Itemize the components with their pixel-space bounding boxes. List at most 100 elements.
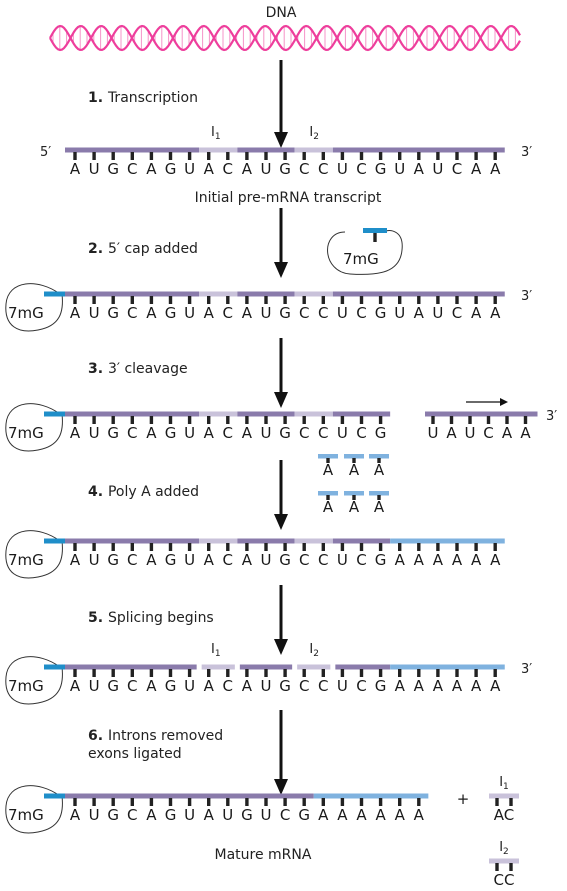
base-letter: A (70, 304, 81, 322)
row4-cap-bar (44, 538, 65, 544)
intron-1 (199, 538, 238, 544)
base-letter: A (146, 677, 157, 695)
free-adenine-tick (377, 458, 381, 463)
base-tick (111, 296, 115, 304)
base-letter: C (280, 806, 290, 824)
free-adenine-tick (352, 458, 356, 463)
step-label-5: 5. Splicing begins (88, 610, 214, 626)
exon-3 (332, 411, 391, 417)
base-tick (168, 669, 173, 677)
base-tick (73, 798, 77, 806)
base-tick (73, 152, 77, 160)
poly-a-tail (390, 664, 505, 670)
base-tick (283, 798, 287, 806)
free-cap-bar (363, 228, 387, 233)
base-letter: G (298, 806, 310, 824)
base-letter: C (127, 160, 137, 178)
release-arrow-head (500, 398, 508, 406)
base-letter: A (70, 160, 81, 178)
three-prime-label: 3′ (521, 145, 532, 160)
base-letter: U (432, 304, 443, 322)
arrow-head-4 (274, 514, 288, 530)
base-tick (226, 152, 230, 160)
base-letter: A (242, 424, 253, 442)
base-letter: U (394, 160, 405, 178)
base-tick (73, 669, 77, 677)
base-letter: U (184, 160, 195, 178)
base-tick (168, 543, 173, 551)
base-letter: C (452, 304, 462, 322)
intron-1-label: I1 (211, 642, 221, 659)
base-tick (321, 669, 325, 677)
base-letter: A (414, 677, 425, 695)
base-tick (226, 669, 230, 677)
base-letter: A (146, 304, 157, 322)
removed-intron-1-seq: AC (494, 806, 514, 824)
row5-loop (5, 656, 63, 705)
base-tick (168, 296, 173, 304)
base-tick (359, 543, 364, 551)
free-adenine-bar (318, 491, 338, 496)
base-tick (92, 543, 96, 551)
free-adenine-bar (369, 454, 389, 459)
base-tick (226, 798, 230, 806)
five-prime-label: 5′ (40, 145, 51, 160)
base-letter: A (242, 551, 253, 569)
base-tick (92, 296, 96, 304)
base-tick (187, 296, 192, 304)
arrow-head-5 (274, 639, 288, 655)
base-tick (523, 416, 528, 424)
base-tick (264, 296, 268, 304)
row4-label: 7mG (8, 551, 44, 569)
free-adenine-bar (369, 491, 389, 496)
removed-intron-1-tick (495, 798, 499, 806)
base-tick (455, 296, 459, 304)
arrow-head-2 (274, 262, 288, 278)
free-adenine-bottom-1: A (323, 498, 334, 516)
base-letter: A (502, 424, 513, 442)
base-letter: U (89, 160, 100, 178)
exon-2 (237, 147, 295, 153)
base-tick (340, 543, 345, 551)
removed-intron-2-tick (495, 863, 499, 871)
base-tick (130, 798, 134, 806)
base-tick (493, 152, 497, 160)
poly-a-tail (313, 793, 429, 799)
base-tick (321, 152, 325, 160)
free-cap-tick (373, 233, 377, 242)
row2-label: 7mG (8, 304, 44, 322)
intron-1-label: I1 (211, 125, 221, 142)
base-tick (378, 152, 383, 160)
free-adenine-top-3: A (374, 461, 385, 479)
base-tick (378, 416, 383, 424)
base-letter: C (318, 304, 328, 322)
free-adenine-top-1: A (323, 461, 334, 479)
dna-strand-a (49, 24, 521, 52)
base-letter: U (337, 304, 348, 322)
base-tick (474, 543, 478, 551)
base-letter: U (337, 551, 348, 569)
base-tick (73, 543, 77, 551)
base-letter: C (299, 424, 309, 442)
free-adenine-bar (344, 454, 364, 459)
free-adenine-bar (344, 491, 364, 496)
base-tick (92, 416, 96, 424)
base-letter: C (318, 424, 328, 442)
base-letter: A (146, 806, 157, 824)
base-tick (111, 416, 115, 424)
base-tick (149, 296, 154, 304)
base-letter: C (223, 551, 233, 569)
removed-intron-2-tick (509, 863, 513, 871)
base-tick (73, 296, 77, 304)
base-letter: U (428, 424, 439, 442)
intron-1 (199, 291, 238, 297)
exon-1 (65, 664, 197, 670)
base-letter: A (242, 304, 253, 322)
base-tick (168, 416, 173, 424)
base-tick (264, 798, 268, 806)
base-letter: A (414, 551, 425, 569)
base-letter: U (89, 304, 100, 322)
base-letter: A (490, 677, 501, 695)
base-letter: G (375, 424, 387, 442)
base-tick (245, 296, 249, 304)
